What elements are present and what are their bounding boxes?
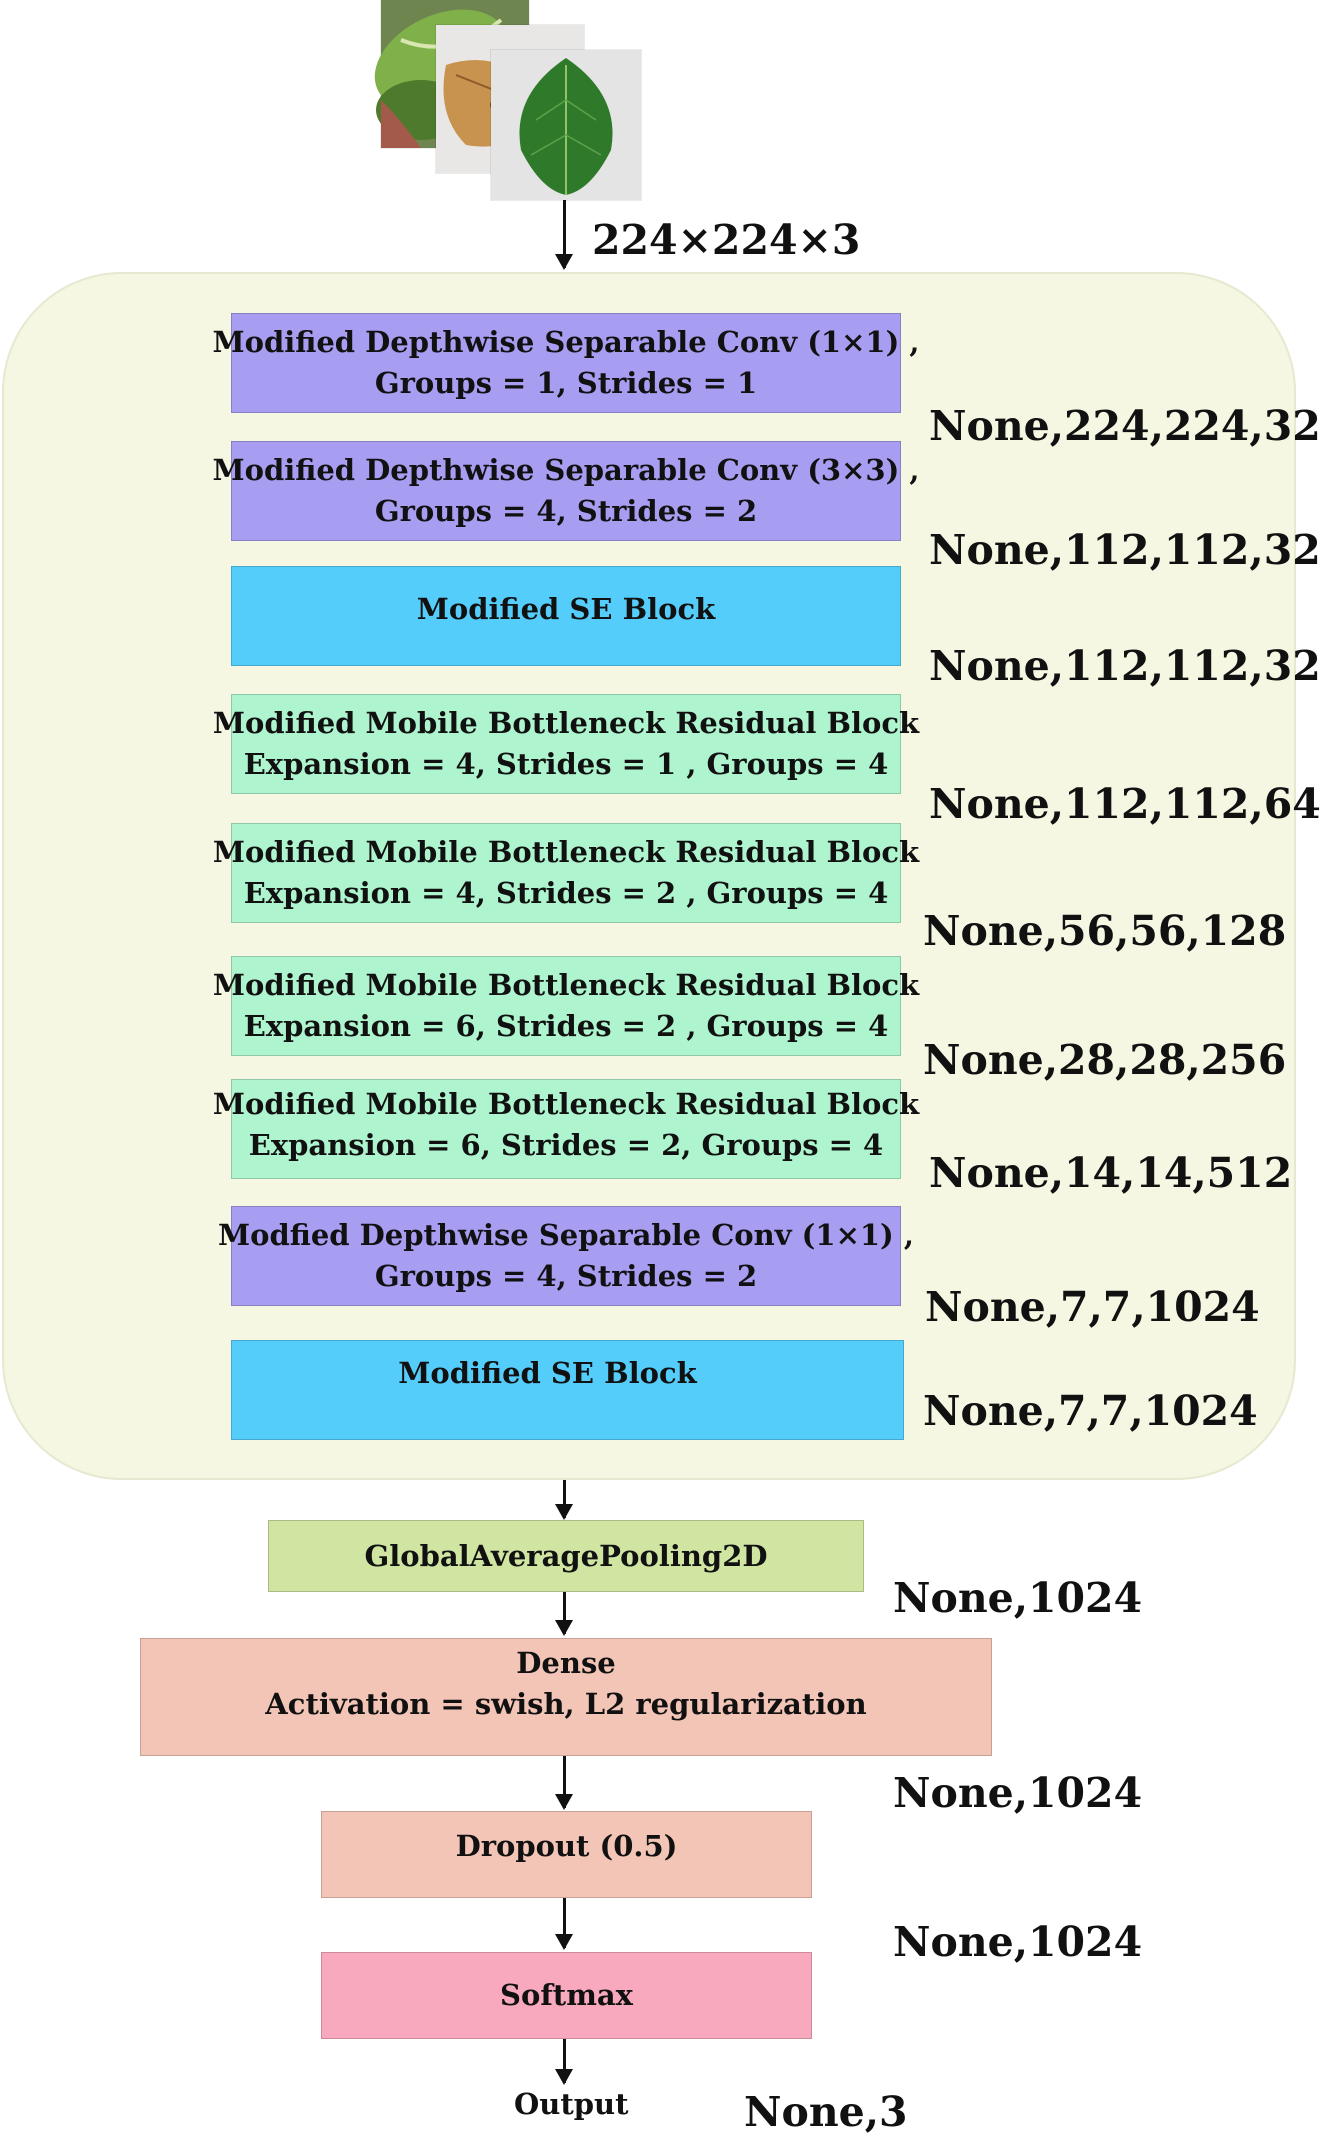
block-dropout: Dropout (0.5): [321, 1811, 812, 1898]
block-softmax: Softmax: [321, 1952, 812, 2039]
flow-arrow: [555, 1592, 573, 1636]
input-arrow: [555, 200, 573, 270]
shape-label: None,224,224,32: [929, 402, 1321, 450]
block-se-1: Modified SE Block: [231, 566, 901, 666]
flow-arrow: [555, 1480, 573, 1520]
shape-label: None,7,7,1024: [923, 1387, 1258, 1435]
block-dwconv-1x1: Modified Depthwise Separable Conv (1×1) …: [213, 313, 920, 413]
block-line: Modfied Depthwise Separable Conv (1×1) ,: [218, 1218, 914, 1252]
block-line: Expansion = 4, Strides = 2 , Groups = 4: [243, 876, 889, 910]
shape-label: None,28,28,256: [923, 1036, 1287, 1084]
block-line: Groups = 1, Strides = 1: [374, 366, 758, 400]
shape-label: None,56,56,128: [923, 907, 1287, 955]
block-line: Modified SE Block: [398, 1356, 697, 1390]
block-dwconv-1x1-final: Modfied Depthwise Separable Conv (1×1) ,…: [218, 1206, 914, 1306]
block-line: Modified Depthwise Separable Conv (1×1) …: [212, 325, 920, 359]
block-line: Activation = swish, L2 regularization: [265, 1687, 867, 1721]
block-line: Groups = 4, Strides = 2: [374, 1259, 758, 1293]
block-line: Dropout (0.5): [455, 1829, 678, 1863]
shape-label: None,112,112,64: [929, 780, 1321, 828]
flow-arrow: [555, 1756, 573, 1810]
flow-arrow: [555, 1898, 573, 1950]
block-se-2: Modified SE Block: [231, 1340, 904, 1440]
block-line: Modified Depthwise Separable Conv (3×3) …: [212, 453, 920, 487]
input-images: [374, 0, 641, 200]
shape-label: None,3: [744, 2088, 908, 2136]
input-shape-label: 224×224×3: [592, 216, 861, 264]
block-mbrb-3: Modified Mobile Bottleneck Residual Bloc…: [213, 956, 919, 1056]
block-line: Groups = 4, Strides = 2: [374, 494, 758, 528]
shape-label: None,1024: [893, 1574, 1143, 1622]
shape-label: None,112,112,32: [929, 642, 1321, 690]
block-line: Modified Mobile Bottleneck Residual Bloc…: [212, 968, 920, 1002]
block-global-avg-pool: GlobalAveragePooling2D: [268, 1520, 864, 1592]
block-mbrb-4: Modified Mobile Bottleneck Residual Bloc…: [213, 1079, 919, 1179]
block-mbrb-2: Modified Mobile Bottleneck Residual Bloc…: [213, 823, 919, 923]
block-line: Expansion = 4, Strides = 1 , Groups = 4: [243, 747, 889, 781]
block-line: Expansion = 6, Strides = 2 , Groups = 4: [243, 1009, 889, 1043]
block-line: Modified SE Block: [416, 592, 716, 626]
block-line: Dense: [516, 1646, 616, 1680]
leaf-image-3: [491, 50, 641, 200]
block-line: Expansion = 6, Strides = 2, Groups = 4: [248, 1128, 884, 1162]
block-line: Softmax: [500, 1978, 633, 2012]
shape-label: None,7,7,1024: [925, 1283, 1260, 1331]
shape-label: None,1024: [893, 1769, 1143, 1817]
block-mbrb-1: Modified Mobile Bottleneck Residual Bloc…: [213, 694, 919, 794]
flow-arrow: [555, 2039, 573, 2085]
block-line: GlobalAveragePooling2D: [364, 1538, 768, 1573]
block-line: Modified Mobile Bottleneck Residual Bloc…: [212, 1087, 920, 1121]
block-dense: Dense Activation = swish, L2 regularizat…: [140, 1638, 992, 1756]
block-line: Modified Mobile Bottleneck Residual Bloc…: [212, 706, 920, 740]
block-dwconv-3x3: Modified Depthwise Separable Conv (3×3) …: [213, 441, 920, 541]
shape-label: None,14,14,512: [929, 1149, 1293, 1197]
shape-label: None,1024: [893, 1918, 1143, 1966]
shape-label: None,112,112,32: [929, 526, 1321, 574]
block-line: Modified Mobile Bottleneck Residual Bloc…: [212, 835, 920, 869]
output-label: Output: [514, 2087, 629, 2121]
